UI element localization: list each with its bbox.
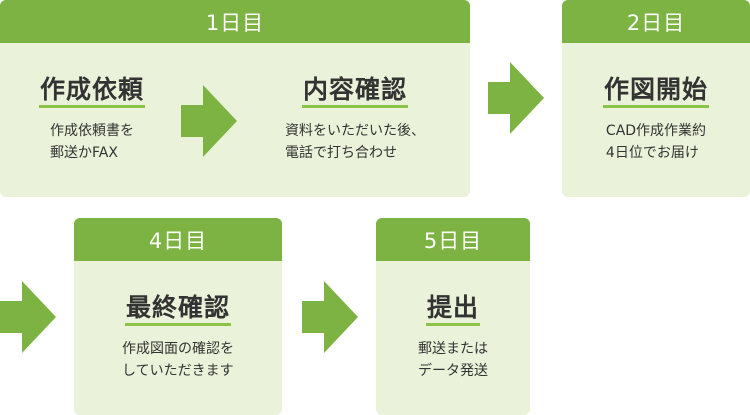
step-request-desc-line2: 郵送かFAX [50,145,118,161]
step-final-check-desc-line1: 作成図面の確認を [122,341,234,357]
step-start-desc-line2: 4日位でお届け [605,145,699,161]
step-submit-desc: 郵送または データ発送 [418,338,488,382]
step-final-check-desc-line2: していただきます [122,363,234,379]
step-start-desc-line1: CAD作成作業約 [605,123,707,139]
step-start-title: 作図開始 [602,70,709,108]
step-confirm-desc-line2: 電話で打ち合わせ [285,145,397,161]
right-arrow-icon [181,85,237,157]
step-final-check-title: 最終確認 [124,288,231,326]
step-request-desc: 作成依頼書を 郵送かFAX [50,120,134,164]
step-start: 作図開始 CAD作成作業約 4日位でお届け [562,70,750,164]
step-confirm-desc-line1: 資料をいただいた後、 [285,123,425,139]
day2-header: 2日目 [562,0,750,43]
right-arrow-icon [488,62,544,134]
step-confirm: 内容確認 資料をいただいた後、 電話で打ち合わせ [250,70,460,164]
step-submit-desc-line1: 郵送または [418,341,488,357]
day1-header: 1日目 [0,0,470,43]
day5-header: 5日目 [376,218,530,261]
step-submit-desc-line2: データ発送 [418,363,488,379]
step-request-title: 作成依頼 [38,70,145,108]
step-submit: 提出 郵送または データ発送 [376,288,530,382]
step-final-check-desc: 作成図面の確認を していただきます [122,338,234,382]
step-submit-title: 提出 [425,288,480,326]
right-arrow-icon [0,281,56,353]
step-confirm-title: 内容確認 [301,70,408,108]
step-start-desc: CAD作成作業約 4日位でお届け [606,120,706,164]
step-final-check: 最終確認 作成図面の確認を していただきます [74,288,282,382]
step-request-desc-line1: 作成依頼書を [50,123,134,139]
right-arrow-icon [302,281,358,353]
day4-card: 4日目 [74,218,282,415]
step-request: 作成依頼 作成依頼書を 郵送かFAX [22,70,162,164]
step-confirm-desc: 資料をいただいた後、 電話で打ち合わせ [285,120,425,164]
day2-card: 2日目 [562,0,750,197]
day4-header: 4日目 [74,218,282,261]
